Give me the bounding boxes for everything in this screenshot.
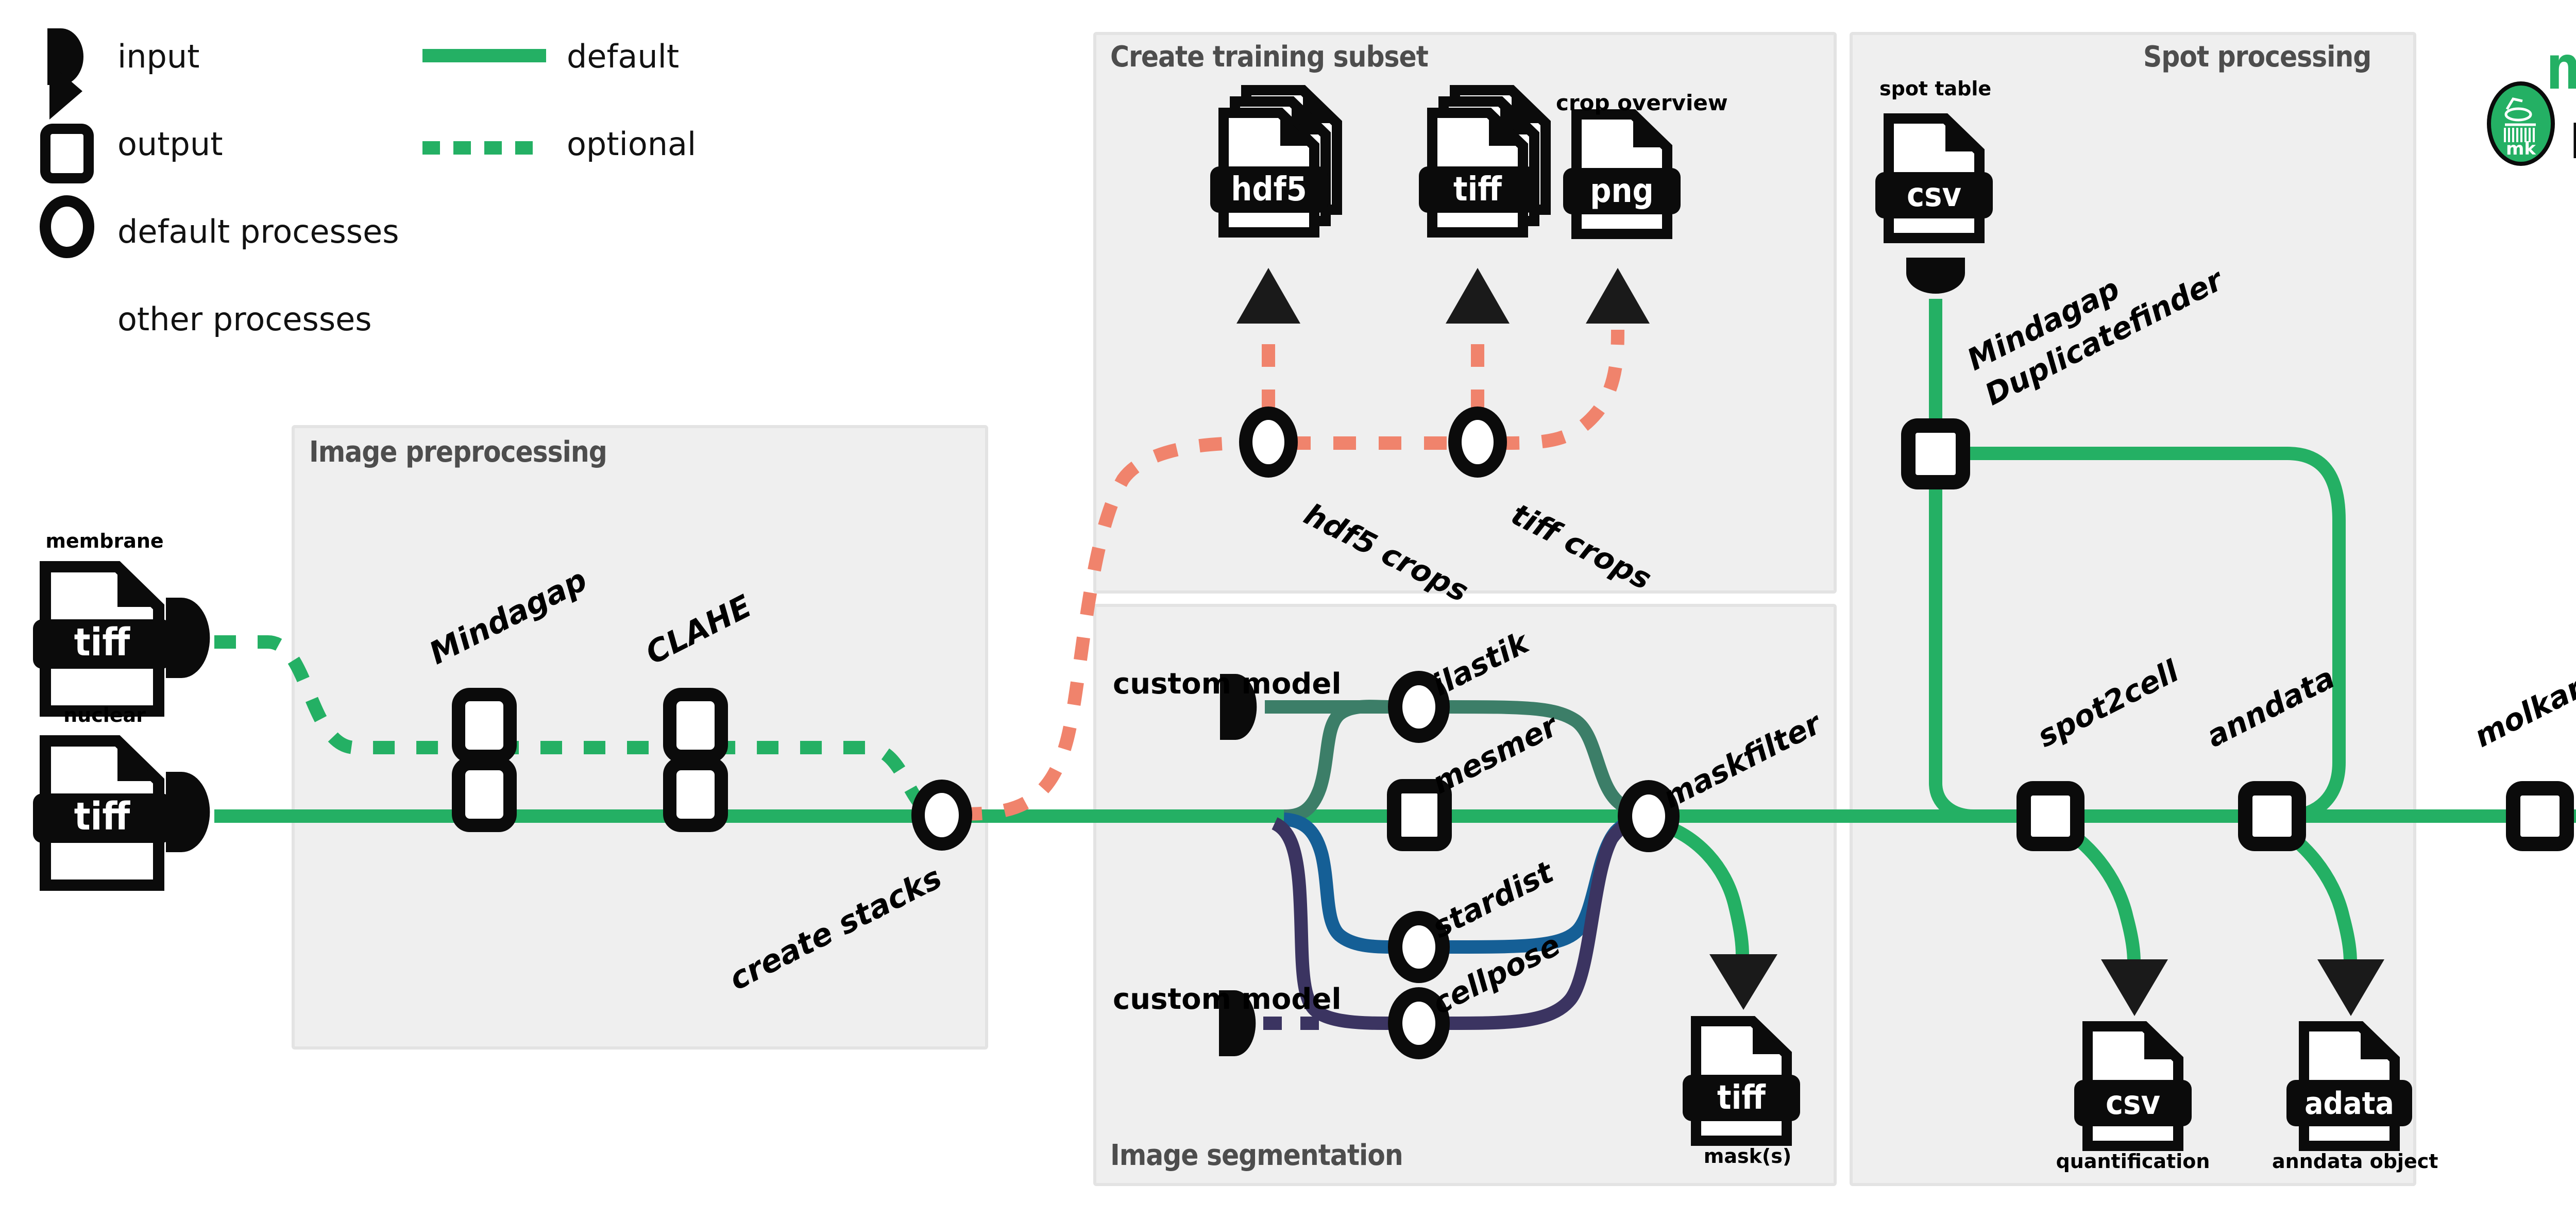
custom-model-bottom-line1: custom model <box>1113 983 1342 1016</box>
legend-label-default-edge: default <box>567 38 680 75</box>
label-custom-model-bottom: custom model <box>1113 983 1342 1016</box>
process-node-anndata[interactable] <box>2238 781 2306 851</box>
edge-spine-to-cellpose <box>1271 817 1392 1030</box>
caption-membrane: membrane <box>45 530 164 552</box>
file-icon-masks-tiff: tiff <box>1683 1016 1800 1146</box>
panel-image-preprocessing <box>292 425 988 1050</box>
process-node-maskfilter[interactable] <box>1618 780 1680 852</box>
edge-membrane-to-mindagap <box>214 635 471 754</box>
edge-spine-to-ilastik <box>1283 700 1392 823</box>
label-custom-model-top: custom model <box>1113 668 1342 701</box>
caption-crop-overview: crop overview <box>1556 90 1728 115</box>
process-node-tiff-crops[interactable] <box>1448 407 1507 478</box>
caption-quantification: quantification <box>2056 1150 2210 1173</box>
brand-nf-core: nf-core/ <box>2545 32 2576 103</box>
process-node-stardist[interactable] <box>1388 911 1450 983</box>
caption-anndata-object: anndata object <box>2272 1150 2438 1173</box>
edge-spine-to-stardist <box>1283 813 1392 954</box>
legend-label-other-processes: other processes <box>117 300 372 338</box>
svg-text:adata: adata <box>2304 1086 2394 1122</box>
svg-text:tiff: tiff <box>74 620 131 665</box>
output-arrow-tiff-crops <box>1446 268 1510 324</box>
file-icon-hdf5-crops: hdf5 <box>1210 85 1342 238</box>
file-icon-quantification-csv: csv <box>2074 1021 2192 1151</box>
svg-text:tiff: tiff <box>74 794 131 839</box>
edge-clahe-to-createstacks <box>714 740 939 821</box>
svg-text:csv: csv <box>2106 1084 2160 1122</box>
process-node-create-stacks[interactable] <box>911 780 972 851</box>
panel-title-spot-processing: Spot processing <box>2143 40 2371 74</box>
input-connector-custom-model-top <box>1220 674 1257 740</box>
panel-title-image-preprocessing: Image preprocessing <box>309 435 607 469</box>
input-connector-custom-model-bottom <box>1219 990 1256 1056</box>
output-arrow-crop-overview <box>1586 268 1650 324</box>
legend-label-optional-edge: optional <box>567 125 697 163</box>
input-connector-spot-table <box>1906 258 1965 294</box>
input-connector-membrane <box>166 598 210 678</box>
edge-createstacks-to-crops <box>959 436 1250 821</box>
file-icon-crop-overview-png: png <box>1563 109 1681 239</box>
svg-text:csv: csv <box>1907 176 1961 214</box>
svg-text:tiff: tiff <box>1717 1079 1766 1117</box>
edge-duplicatefinder-right <box>1963 447 2346 823</box>
output-arrow-anndata-object <box>2317 959 2384 1016</box>
process-node-mesmer[interactable] <box>1387 779 1452 851</box>
legend-label-output: output <box>117 125 223 163</box>
panel-title-image-segmentation: Image segmentation <box>1110 1139 1403 1172</box>
svg-text:tiff: tiff <box>1453 171 1502 209</box>
brand-nf: nf <box>2545 32 2576 103</box>
input-connector-nuclear <box>166 772 210 852</box>
output-arrow-hdf5-crops <box>1236 268 1300 324</box>
process-node-spot2cell[interactable] <box>2016 781 2084 851</box>
process-node-cellpose[interactable] <box>1388 987 1450 1059</box>
caption-masks: mask(s) <box>1703 1145 1792 1168</box>
svg-text:png: png <box>1590 172 1653 210</box>
file-icon-spot-table-csv: csv <box>1875 113 1993 243</box>
legend-label-input: input <box>117 38 200 75</box>
legend-circle-node-icon <box>40 195 94 258</box>
edge-duplicatefinder-down <box>1929 464 2025 823</box>
custom-model-top-line1: custom model <box>1113 667 1342 701</box>
output-arrow-masks <box>1709 954 1777 1010</box>
svg-text:mk: mk <box>2506 139 2536 159</box>
file-icon-tiff-crops: tiff <box>1419 85 1551 238</box>
process-node-mindagap[interactable] <box>452 688 517 832</box>
output-arrow-quantification <box>2101 959 2168 1016</box>
process-node-mindagap-duplicatefinder[interactable] <box>1901 418 1970 489</box>
svg-text:hdf5: hdf5 <box>1231 171 1307 209</box>
process-node-hdf5-crops[interactable] <box>1239 407 1298 478</box>
legend-square-node-icon <box>40 124 94 183</box>
file-icon-membrane-tiff: tiff <box>33 561 171 717</box>
legend-label-default-processes: default processes <box>117 213 399 250</box>
legend-output-arrow-icon <box>49 63 82 120</box>
file-icon-anndata-adata: adata <box>2286 1021 2412 1151</box>
caption-spot-table: spot table <box>1879 77 1992 100</box>
edge-maskfilter-to-masks <box>1658 818 1749 956</box>
caption-nuclear: nuclear <box>63 704 146 726</box>
edge-tiffcrops-to-cropoverview <box>1496 329 1624 450</box>
process-node-ilastik[interactable] <box>1388 671 1450 743</box>
file-icon-nuclear-tiff: tiff <box>33 735 171 891</box>
process-node-clahe[interactable] <box>663 688 728 832</box>
nf-core-mk-badge-icon: mk <box>2487 81 2555 166</box>
brand-molkart: molkart <box>2568 98 2576 174</box>
process-node-molkartqc[interactable] <box>2506 781 2574 851</box>
panel-title-create-training-subset: Create training subset <box>1110 40 1429 74</box>
